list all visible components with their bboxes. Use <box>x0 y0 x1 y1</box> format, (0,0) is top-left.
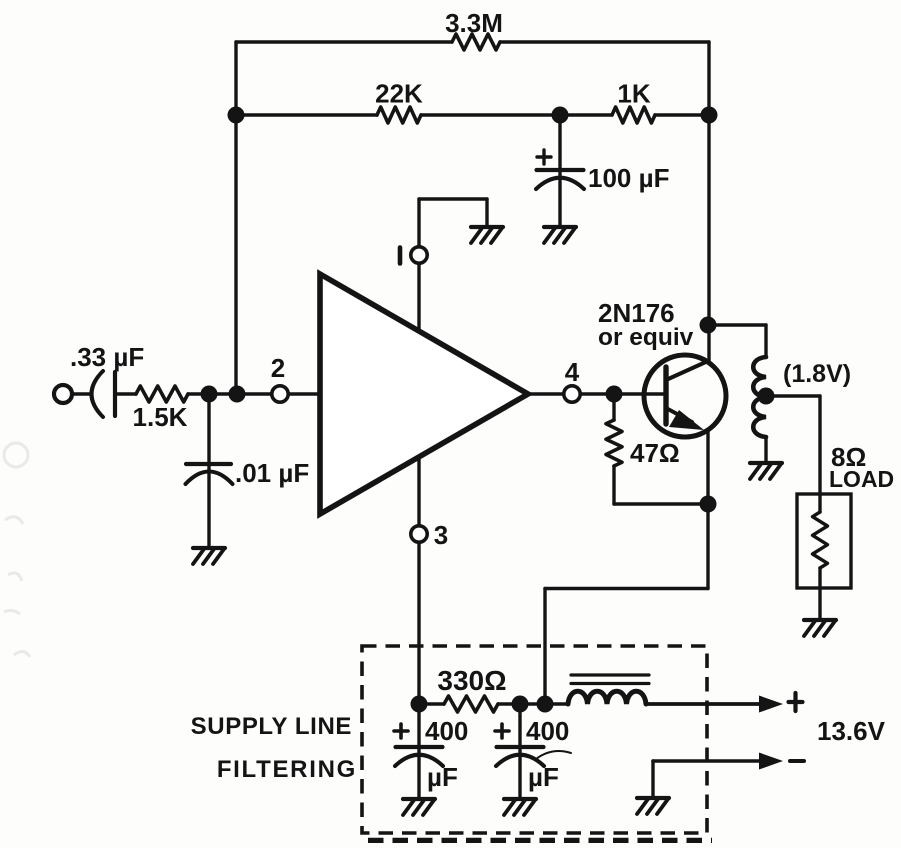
svg-text:330Ω: 330Ω <box>437 665 506 696</box>
svg-text:.01 µF: .01 µF <box>235 458 309 488</box>
svg-text:(1.8V): (1.8V) <box>783 360 851 388</box>
svg-text:µF: µF <box>528 762 559 792</box>
svg-text:SUPPLY LINE: SUPPLY LINE <box>191 713 352 740</box>
svg-text:400: 400 <box>425 716 468 746</box>
svg-text:3: 3 <box>434 520 448 550</box>
svg-text:or equiv: or equiv <box>598 324 694 351</box>
svg-text:µF: µF <box>427 762 458 792</box>
svg-text:.33 µF: .33 µF <box>70 342 144 372</box>
svg-text:1.5K: 1.5K <box>133 402 188 432</box>
svg-text:8Ω: 8Ω <box>831 442 866 472</box>
svg-text:2: 2 <box>271 353 285 383</box>
svg-text:1K: 1K <box>617 79 650 109</box>
svg-text:4: 4 <box>565 357 580 387</box>
svg-text:2N176: 2N176 <box>598 298 675 328</box>
svg-text:LOAD: LOAD <box>829 466 894 492</box>
svg-text:47Ω: 47Ω <box>630 438 680 468</box>
svg-text:13.6V: 13.6V <box>817 716 886 746</box>
svg-text:3.3M: 3.3M <box>445 8 503 38</box>
svg-text:22K: 22K <box>375 79 423 109</box>
svg-text:100 µF: 100 µF <box>588 163 669 193</box>
svg-text:FILTERING: FILTERING <box>217 756 357 783</box>
svg-text:400: 400 <box>526 716 569 746</box>
